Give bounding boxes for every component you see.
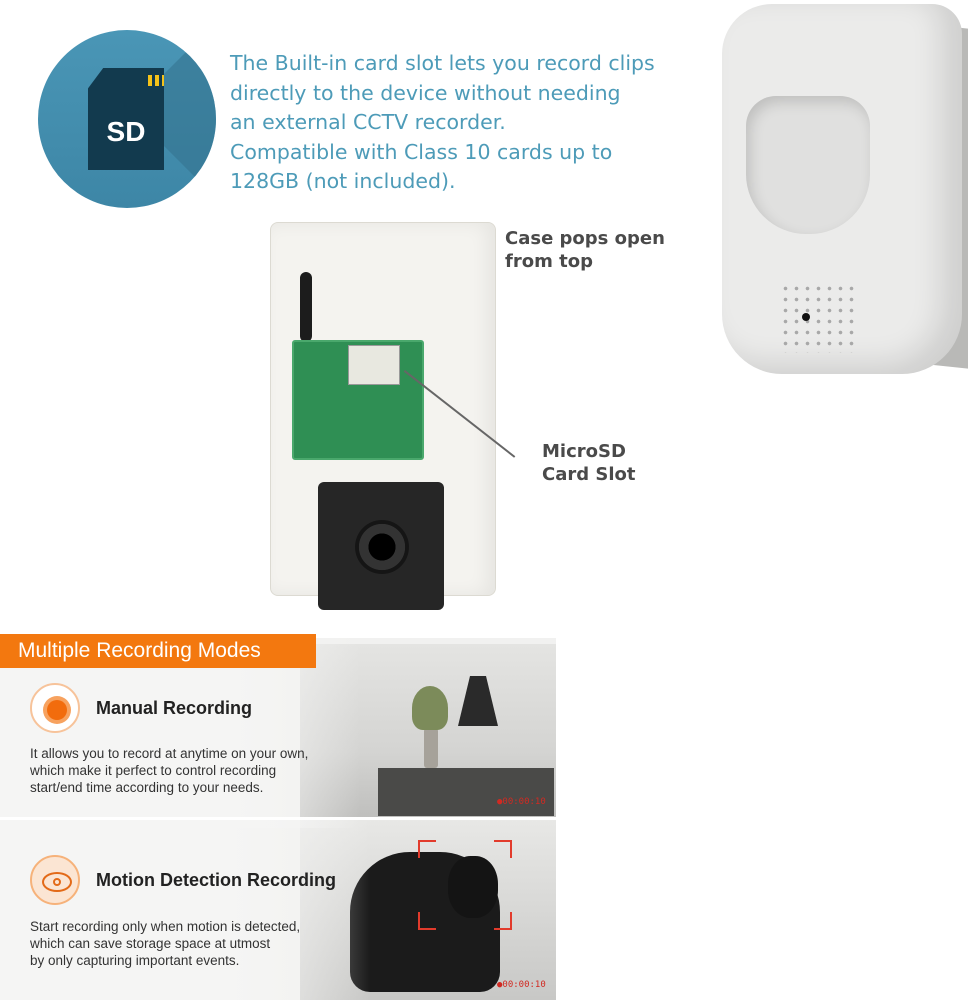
promo-line: directly to the device without needing (230, 80, 621, 105)
manual-recording-description: It allows you to record at anytime on yo… (30, 745, 360, 796)
detection-bracket (418, 840, 436, 858)
callout-line: MicroSD (542, 441, 626, 462)
record-dot-icon (30, 683, 80, 733)
record-dot (47, 700, 67, 720)
detection-bracket (494, 912, 512, 930)
intruder-head (448, 856, 498, 918)
card-slot-description: The Built-in card slot lets you record c… (230, 49, 720, 197)
sd-label: SD (106, 116, 146, 147)
desc-line: start/end time according to your needs. (30, 780, 264, 795)
promo-line: an external CCTV recorder. (230, 110, 506, 134)
wifi-antenna (300, 272, 312, 342)
desc-line: which make it perfect to control recordi… (30, 763, 277, 778)
modes-banner-title: Multiple Recording Modes (18, 639, 261, 662)
manual-recording-title: Manual Recording (96, 698, 253, 718)
detection-bracket (494, 840, 512, 858)
microsd-slot-callout: MicroSD Card Slot (542, 440, 636, 486)
fade-overlay (0, 820, 370, 1000)
eye-icon (30, 855, 80, 905)
promo-line: 128GB (not included). (230, 169, 456, 193)
desc-line: Start recording only when motion is dete… (30, 919, 301, 934)
sideboard (378, 768, 554, 816)
case-opens-callout: Case pops open from top (505, 227, 665, 273)
pir-lens-window (746, 96, 870, 234)
plant (412, 686, 448, 730)
section-divider (0, 817, 556, 820)
callout-line: from top (505, 251, 593, 272)
desc-line: It allows you to record at anytime on yo… (30, 746, 309, 761)
wifi-module-chip (348, 345, 400, 385)
pinhole-camera-lens (802, 313, 810, 321)
eye-pupil (53, 878, 61, 886)
camera-lens (355, 520, 409, 574)
eye-outline (42, 872, 72, 892)
sd-card-icon: SD (88, 68, 164, 170)
recording-timestamp: ●00:00:10 (497, 980, 546, 990)
motion-detection-description: Start recording only when motion is dete… (30, 918, 360, 969)
speaker-grille (780, 283, 860, 353)
vase (424, 728, 438, 768)
desc-line: by only capturing important events. (30, 953, 240, 968)
detection-bracket (418, 912, 436, 930)
modes-banner (0, 634, 316, 668)
recording-timestamp: ●00:00:10 (497, 797, 546, 807)
callout-line: Card Slot (542, 464, 636, 485)
sd-card-badge: SD (38, 30, 216, 208)
desc-line: which can save storage space at utmost (30, 936, 271, 951)
motion-detection-title: Motion Detection Recording (96, 870, 336, 890)
sd-card-contacts (148, 75, 164, 86)
promo-line: Compatible with Class 10 cards up to (230, 139, 613, 164)
promo-line: The Built-in card slot lets you record c… (230, 51, 655, 75)
callout-line: Case pops open (505, 228, 665, 249)
fade-overlay (0, 638, 360, 828)
